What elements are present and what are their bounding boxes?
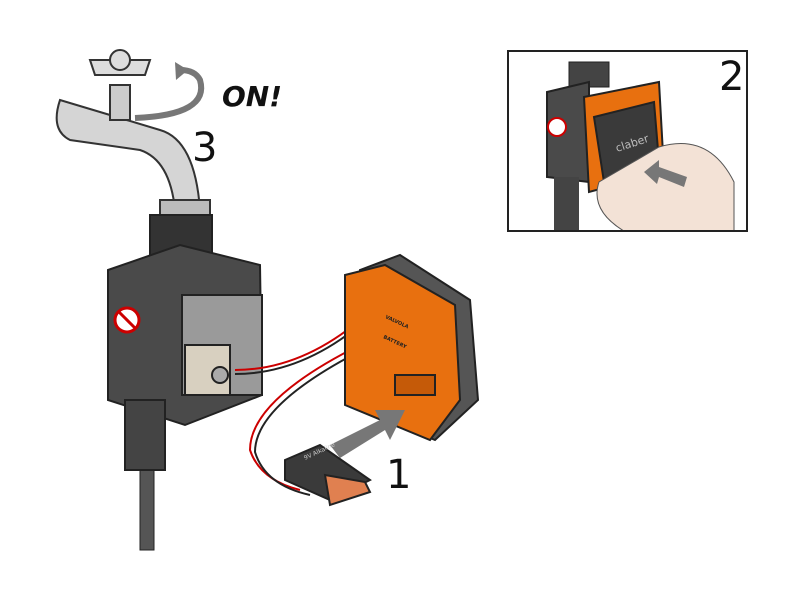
timer-unit: [107, 214, 264, 471]
step-2-inset: claber 2: [507, 50, 748, 232]
tap: [55, 49, 211, 226]
inset-illustration: claber: [546, 61, 735, 230]
step-3-number: 3: [192, 125, 218, 171]
insert-arrow-icon: [330, 410, 405, 458]
push-arrow-icon: [644, 160, 687, 187]
battery-cover: [344, 253, 480, 442]
on-label: ON!: [222, 80, 283, 113]
hose: [139, 469, 155, 551]
rotate-arrow-icon: [134, 67, 205, 121]
battery: [284, 443, 372, 507]
step-1-number: 1: [386, 452, 412, 498]
step-2-number: 2: [719, 54, 745, 100]
no-freeze-icon: [547, 117, 567, 137]
